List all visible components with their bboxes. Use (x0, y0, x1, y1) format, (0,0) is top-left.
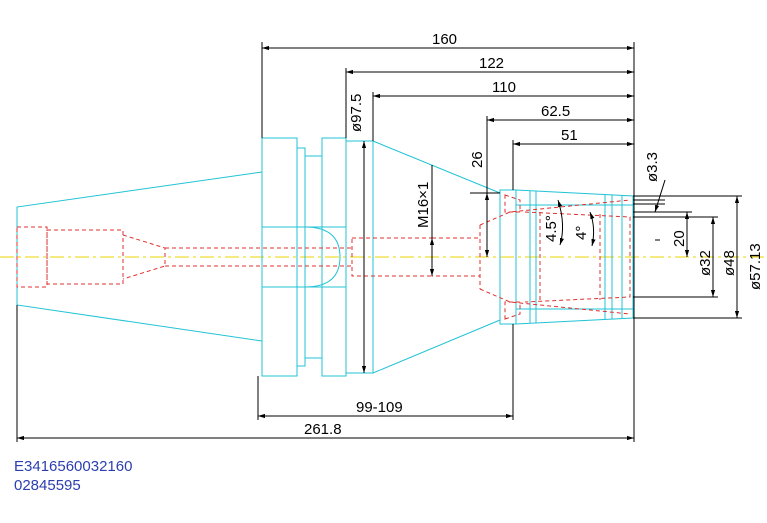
dim-51: 51 (561, 127, 578, 144)
dim-dia-32: ø32 (697, 250, 714, 276)
dim-122: 122 (479, 55, 504, 72)
dim-20: 20 (671, 230, 688, 247)
dim-dia-97-5: ø97.5 (348, 94, 365, 132)
dim-dia-57-13: ø57.13 (747, 243, 764, 290)
dim-62-5: 62.5 (541, 103, 570, 120)
dim-angle-4-5: 4.5° (543, 215, 560, 242)
dim-angle-4: 4° (573, 226, 590, 240)
dimension-lines (16, 42, 742, 442)
dim-160: 160 (432, 31, 457, 48)
hidden-lines (16, 194, 631, 320)
part-code-line-1: E3416560032160 (14, 458, 132, 475)
dim-110: 110 (492, 79, 516, 96)
dimension-labels: 160 122 110 62.5 51 26 ø97.5 M16×1 4.5° … (304, 31, 764, 438)
dim-26: 26 (469, 151, 486, 168)
dim-99-109: 99-109 (356, 399, 403, 416)
dim-thread: M16×1 (415, 182, 432, 228)
part-code-line-2: 02845595 (14, 477, 81, 494)
dim-261-8: 261.8 (304, 421, 342, 438)
dim-dia-3-3: ø3.3 (644, 152, 661, 182)
dim-dia-48: ø48 (721, 250, 738, 276)
holder-outline (16, 137, 634, 377)
